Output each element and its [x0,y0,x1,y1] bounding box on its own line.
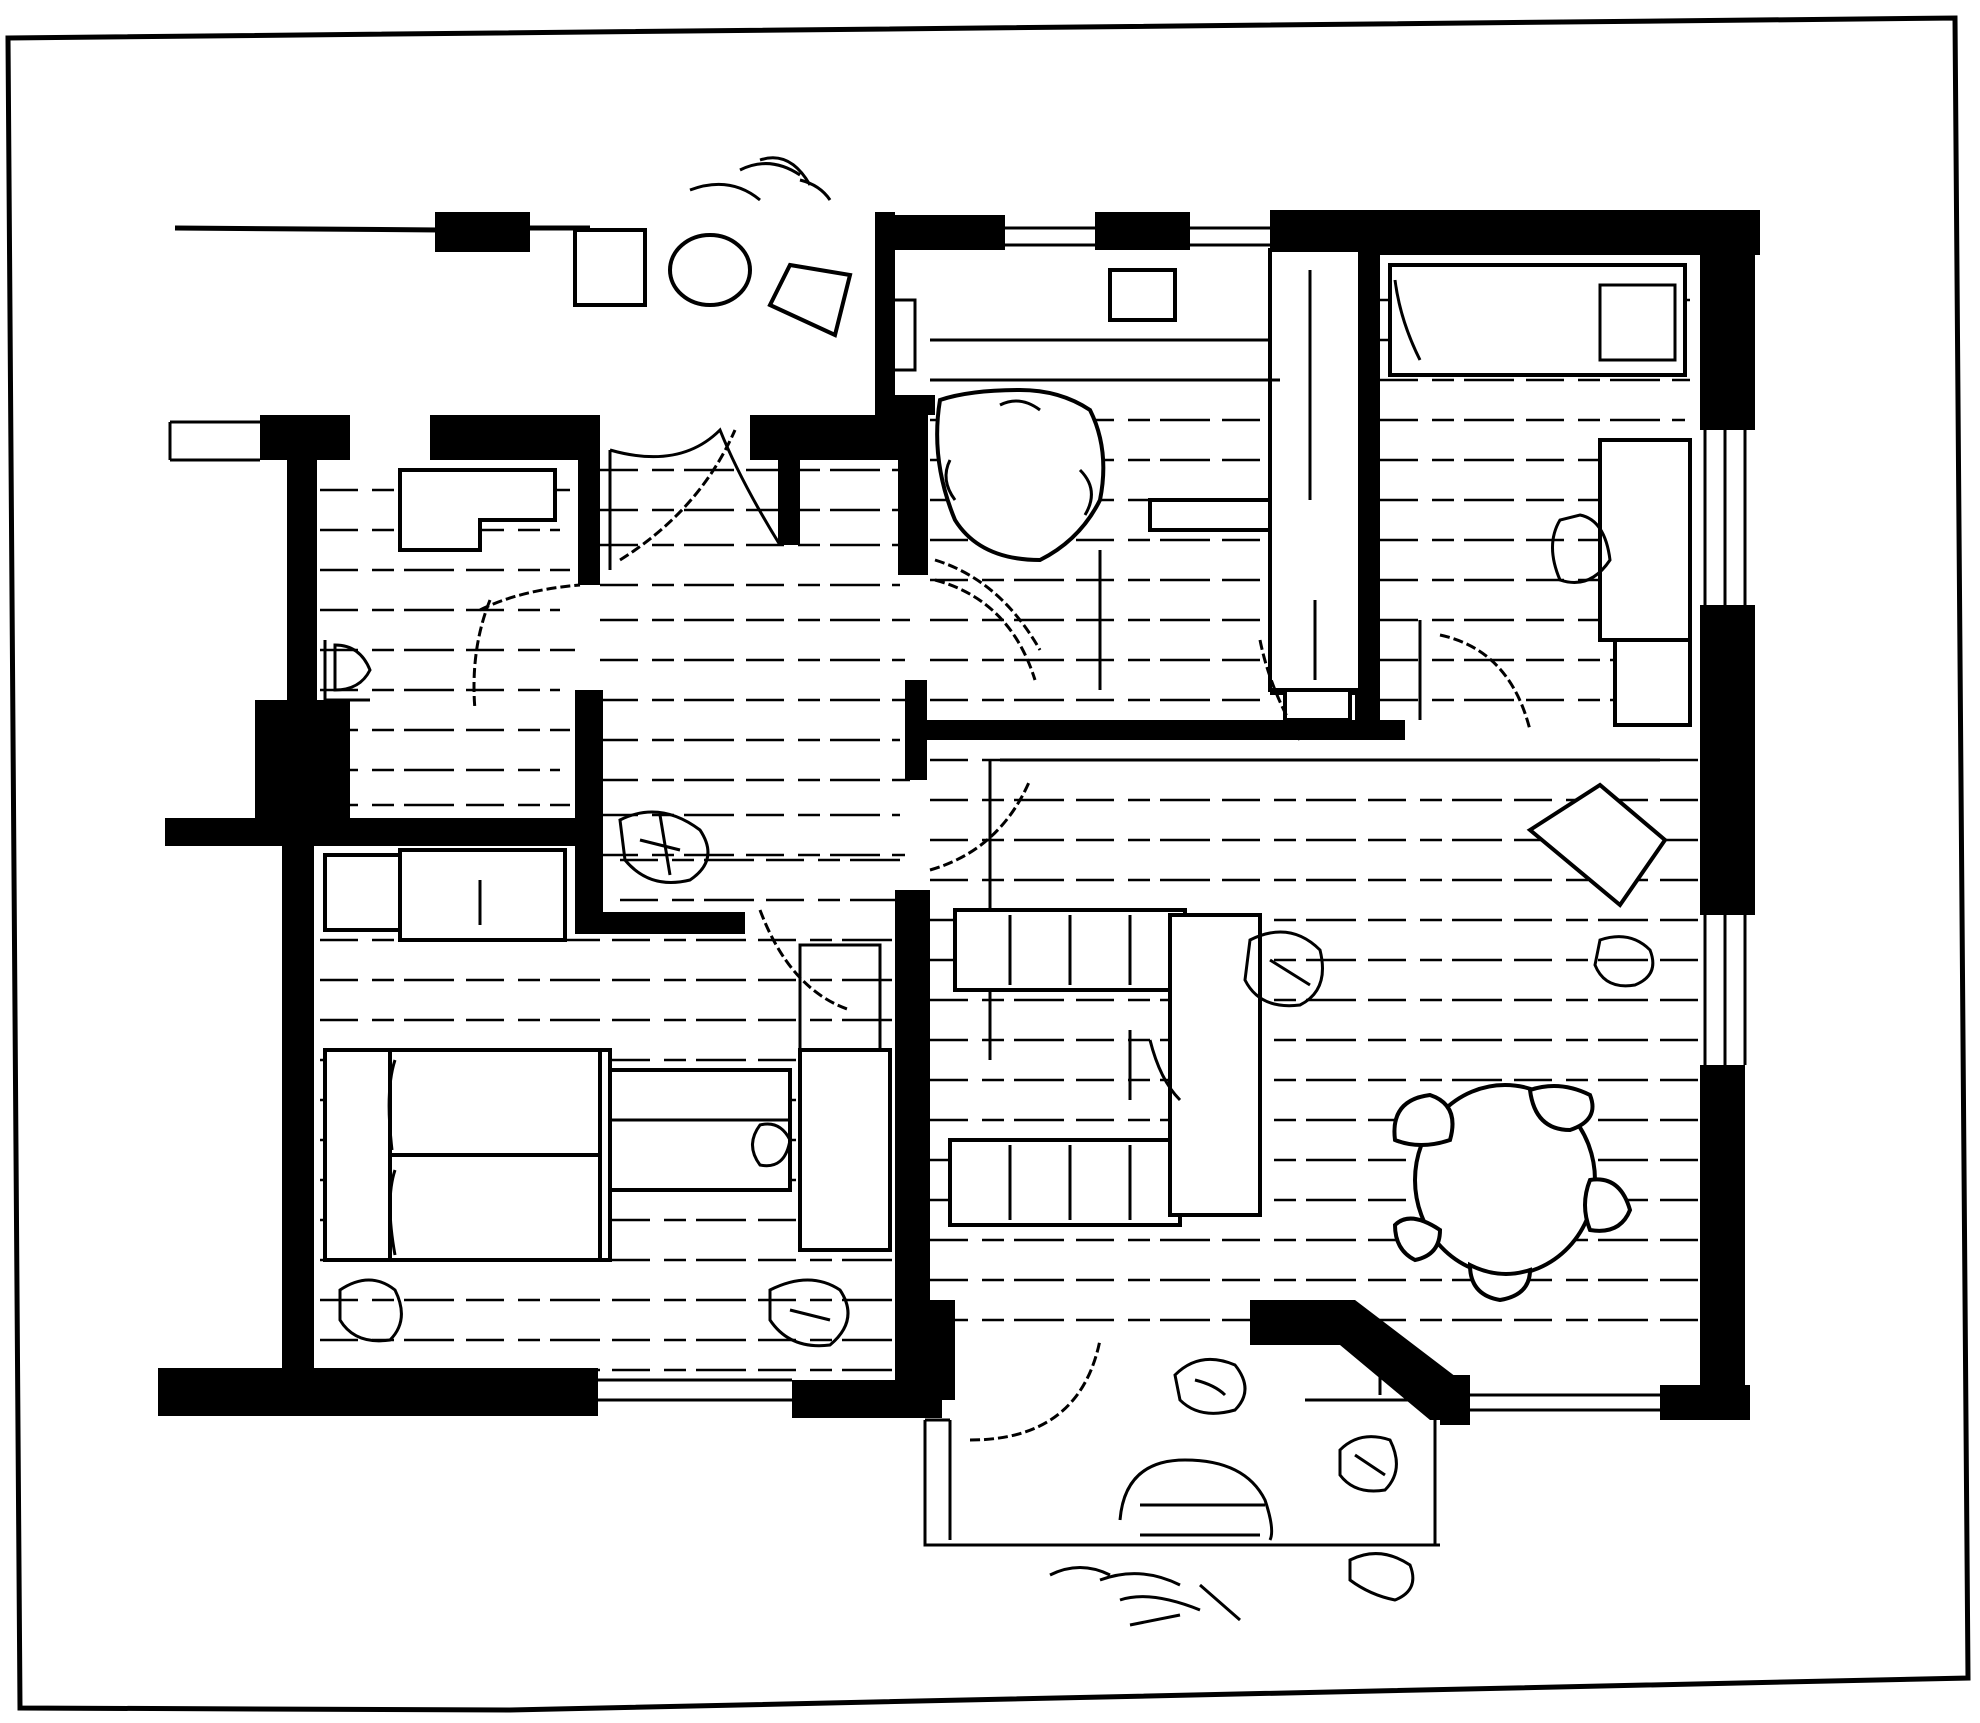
walls [158,210,1760,1425]
balcony-elements [923,1339,1440,1627]
living-room-furniture [948,639,1668,1227]
garden-elements [573,156,917,372]
corridor-elements [472,427,1660,1252]
page-frame [5,15,1971,1713]
bedroom-main-furniture [323,848,892,1402]
bathroom-fixtures [323,468,557,702]
bedroom-secondary-furniture [1388,263,1692,731]
kitchen-furniture [930,248,1362,722]
dining-furniture [1305,1083,1633,1402]
